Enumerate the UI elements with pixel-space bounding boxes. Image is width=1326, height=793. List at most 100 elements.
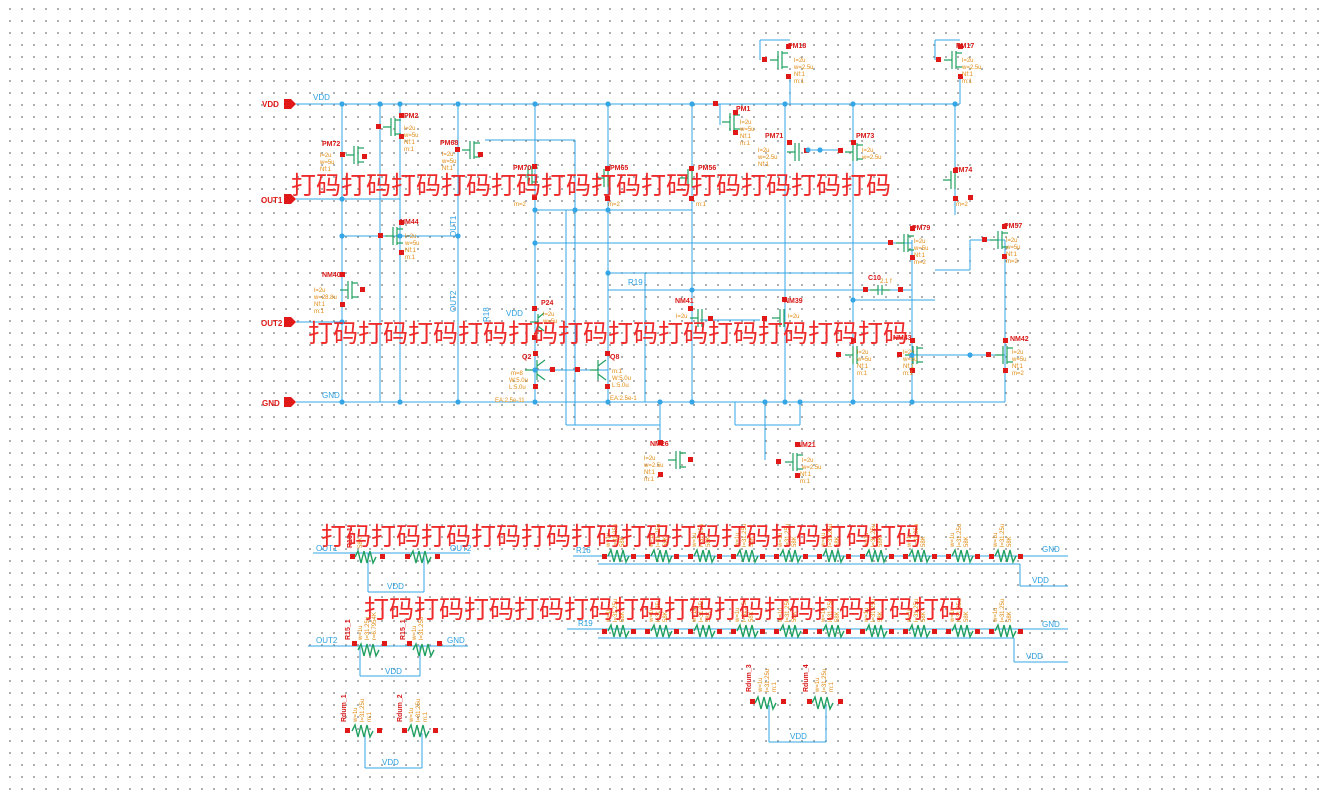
svg-text:58K: 58K <box>921 611 927 622</box>
mos-pm70[interactable]: PM70 m=2 <box>513 164 538 208</box>
svg-text:l=2u: l=2u <box>903 350 915 356</box>
svg-text:Nf:1: Nf:1 <box>857 364 869 370</box>
svg-text:58K: 58K <box>964 536 970 547</box>
bjt-p24[interactable]: P24 l=2uw=5u <box>530 300 558 340</box>
mos-nm41[interactable]: NM41 l=2u <box>675 298 713 327</box>
net-r18: R18 <box>482 307 491 322</box>
net-r19: R19 <box>628 278 643 287</box>
port-out1[interactable]: OUT1 <box>261 194 296 205</box>
svg-text:58K: 58K <box>1007 536 1013 547</box>
mos-pm65[interactable]: PM65 m=2 <box>596 165 628 208</box>
resistor-rdum-pair-3[interactable]: Rdum_3 w=1u l=31.25u m:1 Rdum_4 w=1u l=3… <box>746 664 843 743</box>
svg-text:l=2u: l=2u <box>676 314 688 320</box>
svg-text:Nf:1: Nf:1 <box>962 72 974 78</box>
pm73-label: PM73 <box>856 133 874 140</box>
junction-dot <box>782 399 788 405</box>
nm43-label: NM43 <box>893 335 912 342</box>
svg-text:w=1u: w=1u <box>412 625 418 641</box>
svg-text:m:1: m:1 <box>740 141 751 147</box>
net-vdd-out2-pair: VDD <box>385 667 402 676</box>
junction-dot <box>689 101 695 107</box>
svg-text:m:1: m:1 <box>367 711 373 722</box>
svg-text:58K: 58K <box>792 536 798 547</box>
resistor-r15-pair[interactable]: R15_1 w=1u l=31.25u r=6.7954K R15_1 w=1u… <box>308 612 468 677</box>
svg-text:w=1u: w=1u <box>950 607 956 623</box>
bjt-q2[interactable]: Q2 m=8W:5.0uL:5.0u EA:2.5e-11 <box>495 351 555 404</box>
svg-text:L:5.0u: L:5.0u <box>612 383 629 389</box>
junction-dot <box>455 233 461 239</box>
svg-text:Nf:1: Nf:1 <box>758 162 770 168</box>
port-out2[interactable]: OUT2 <box>261 317 296 328</box>
svg-text:58K: 58K <box>835 536 841 547</box>
svg-text:w=1u: w=1u <box>353 707 359 723</box>
resistor-rdum-pair-1[interactable]: Rdum_1 w=1u l=31.25u m:1 Rdum_2 w=1u l=3… <box>341 694 438 769</box>
mos-pm73[interactable]: PM73 l=2uw=2.5u <box>838 133 882 161</box>
net-out1-vertical: OUT1 <box>449 215 458 237</box>
capacitor-c10[interactable]: C10 2.1 f <box>863 275 903 295</box>
resistor-r16-pair[interactable]: R16_1 58K OUT1 OUT2 VDD <box>313 527 472 593</box>
svg-text:58K: 58K <box>749 536 755 547</box>
mos-nm39[interactable]: NM39 l=2u <box>762 297 803 327</box>
svg-text:Nf:1: Nf:1 <box>903 364 915 370</box>
pm18-label: PM18 <box>788 43 806 50</box>
svg-text:Rdum_2: Rdum_2 <box>397 694 404 722</box>
svg-text:Rdum_1: Rdum_1 <box>341 694 348 722</box>
port-vdd[interactable]: VDD <box>262 99 296 109</box>
pm56-label: PM56 <box>698 165 716 172</box>
svg-text:m=2: m=2 <box>914 260 927 266</box>
svg-text:l=2u: l=2u <box>543 312 555 318</box>
svg-text:58K: 58K <box>706 611 712 622</box>
mos-pm74[interactable]: PM74 m=2 <box>943 167 973 208</box>
svg-text:w=1u: w=1u <box>649 607 655 623</box>
svg-text:58K: 58K <box>964 611 970 622</box>
junction-dot <box>532 240 538 246</box>
mos-pm56[interactable]: PM56 m:1 <box>680 165 716 208</box>
junction-dot <box>532 207 538 213</box>
svg-text:l=31.25u: l=31.25u <box>1000 524 1006 547</box>
svg-text:58K: 58K <box>706 536 712 547</box>
junction-dot <box>397 399 403 405</box>
svg-text:m:1: m:1 <box>857 371 868 377</box>
svg-text:m=2: m=2 <box>608 202 621 208</box>
svg-text:W:5.0u: W:5.0u <box>612 376 631 382</box>
svg-text:l=2u: l=2u <box>405 234 417 240</box>
pm70-label: PM70 <box>513 165 531 172</box>
port-gnd[interactable]: GND <box>262 397 296 408</box>
svg-text:Nf:1: Nf:1 <box>404 140 416 146</box>
svg-text:m:1: m:1 <box>794 79 805 85</box>
junction-dot <box>967 352 973 358</box>
junction-dot <box>455 399 461 405</box>
svg-text:l=31.25u: l=31.25u <box>1000 599 1006 622</box>
net-vdd-chain2: VDD <box>1026 652 1043 661</box>
svg-text:w=5u: w=5u <box>1005 245 1021 251</box>
bjt-q8[interactable]: Q8 m:1W:5.0uL:5.0u EA:2.5e-1 <box>575 351 637 402</box>
svg-text:l=31.25u: l=31.25u <box>365 617 371 640</box>
junction-dot <box>689 287 695 293</box>
net-out2-left: OUT2 <box>316 636 338 645</box>
